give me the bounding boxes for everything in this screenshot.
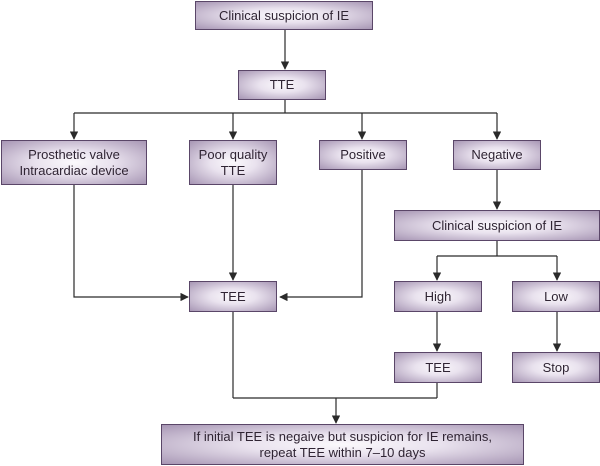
tee-main-label: TEE bbox=[220, 288, 246, 304]
poor-quality-label-line2: TTE bbox=[220, 162, 246, 178]
tee-high-label: TEE bbox=[425, 359, 451, 375]
tee-high-box: TEE bbox=[394, 352, 482, 383]
arrow-positive-to-tee bbox=[279, 170, 363, 302]
final-box: If initial TEE is negaive but suspicion … bbox=[161, 424, 524, 465]
tte-box: TTE bbox=[238, 70, 326, 100]
low-label: Low bbox=[544, 288, 568, 304]
prosthetic-label-line2: Intracardiac device bbox=[19, 162, 129, 178]
final-label-line2: repeat TEE within 7–10 days bbox=[259, 444, 426, 460]
final-label-line1: If initial TEE is negaive but suspicion … bbox=[193, 428, 492, 444]
arrow-prosthetic-to-tee bbox=[73, 185, 189, 302]
prosthetic-label-line1: Prosthetic valve bbox=[28, 146, 120, 162]
poor-quality-label-line1: Poor quality bbox=[198, 146, 268, 162]
high-label: High bbox=[424, 288, 452, 304]
low-box: Low bbox=[512, 281, 600, 312]
poor-quality-box: Poor quality TTE bbox=[189, 140, 277, 185]
start-label: Clinical suspicion of IE bbox=[218, 7, 350, 23]
stop-label: Stop bbox=[542, 359, 570, 375]
start-box: Clinical suspicion of IE bbox=[195, 1, 373, 30]
negative-label: Negative bbox=[471, 147, 523, 162]
suspicion2-label: Clinical suspicion of IE bbox=[431, 217, 563, 233]
stop-box: Stop bbox=[512, 352, 600, 383]
high-box: High bbox=[394, 281, 482, 312]
suspicion2-box: Clinical suspicion of IE bbox=[394, 210, 600, 241]
tee-main-box: TEE bbox=[189, 281, 277, 312]
positive-label: Positive bbox=[340, 147, 386, 162]
prosthetic-box: Prosthetic valve Intracardiac device bbox=[1, 140, 147, 185]
negative-box: Negative bbox=[453, 140, 541, 170]
positive-box: Positive bbox=[319, 140, 407, 170]
tte-label: TTE bbox=[269, 77, 295, 92]
